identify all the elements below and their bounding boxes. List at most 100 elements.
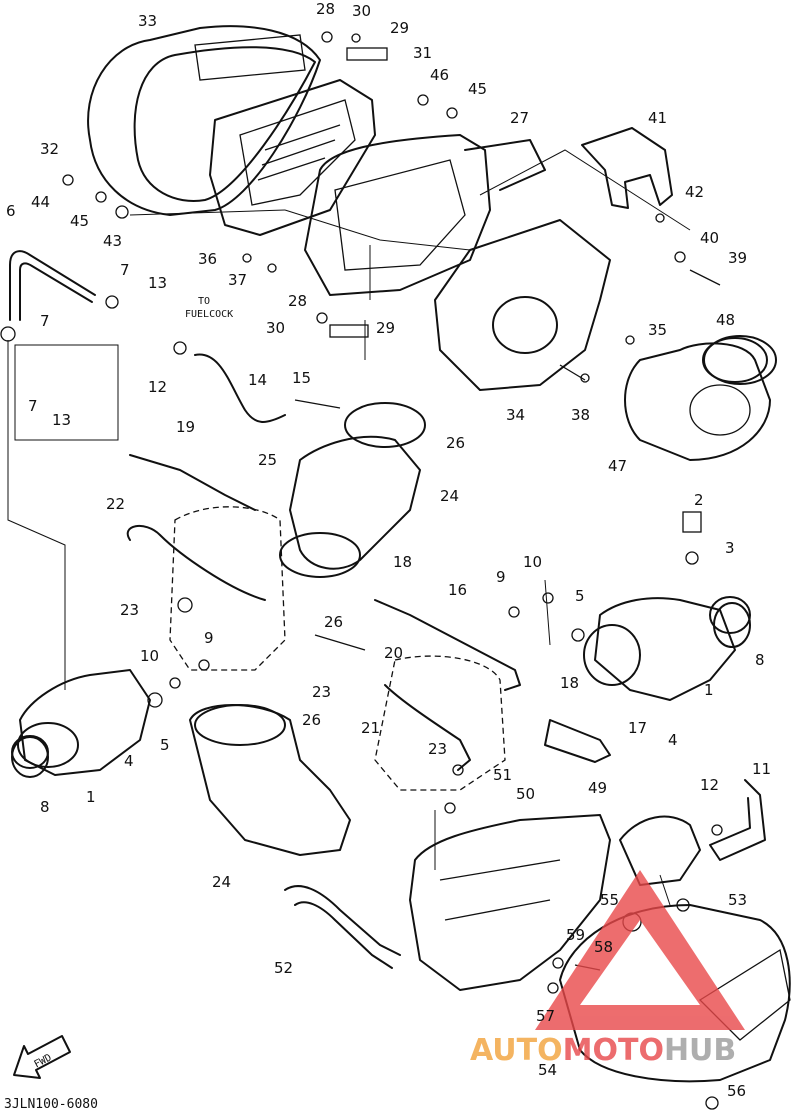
- callout: 33: [138, 12, 157, 30]
- callout: 34: [506, 406, 525, 424]
- callout: 10: [140, 647, 159, 665]
- callout: 45: [468, 80, 487, 98]
- callout: 13: [52, 411, 71, 429]
- air-case-cover-34: [434, 219, 611, 391]
- callout: 5: [575, 587, 585, 605]
- joint-24-upper: [279, 402, 426, 578]
- callout: 18: [560, 674, 579, 692]
- callout: 20: [384, 644, 403, 662]
- callout: 27: [510, 109, 529, 127]
- callout: 1: [704, 681, 714, 699]
- hose-16-21: [374, 599, 521, 771]
- hose-17: [544, 719, 611, 763]
- callout: 48: [716, 311, 735, 329]
- callout: 8: [40, 798, 50, 816]
- callout: 23: [428, 740, 447, 758]
- hose-11-12: [709, 779, 766, 861]
- callout: 17: [628, 719, 647, 737]
- callout: 12: [148, 378, 167, 396]
- callout: 30: [266, 319, 285, 337]
- carburetor-outline: [169, 506, 506, 791]
- callout: 19: [176, 418, 195, 436]
- callout: 6: [6, 202, 16, 220]
- bracket-41: [581, 127, 673, 209]
- duct-55: [619, 815, 701, 886]
- air-filter-element-31: [209, 79, 376, 236]
- callout: 28: [316, 0, 335, 18]
- callout: 22: [106, 495, 125, 513]
- callout: 32: [40, 140, 59, 158]
- joint-24-lower: [189, 704, 351, 856]
- hose-6: [9, 250, 96, 321]
- callout: 38: [571, 406, 590, 424]
- callout: 42: [685, 183, 704, 201]
- callout: 23: [120, 601, 139, 619]
- callout: 26: [446, 434, 465, 452]
- callout: 12: [700, 776, 719, 794]
- callout: 41: [648, 109, 667, 127]
- fasteners: [0, 31, 751, 1110]
- callout: 24: [440, 487, 459, 505]
- callout: 1: [86, 788, 96, 806]
- callout: 2: [694, 491, 704, 509]
- callout: 47: [608, 457, 627, 475]
- clamp-48: [703, 335, 777, 385]
- callout: 28: [288, 292, 307, 310]
- callout: 26: [302, 711, 321, 729]
- callout: 45: [70, 212, 89, 230]
- note-to: TO: [198, 296, 210, 307]
- svg-text:AUTOMOTOHUB: AUTOMOTOHUB: [470, 1033, 736, 1068]
- watermark-hub: HUB: [664, 1033, 736, 1068]
- callout: 56: [727, 1082, 746, 1100]
- callout: 15: [292, 369, 311, 387]
- callout: 11: [752, 760, 771, 778]
- leader-lines: [7, 149, 691, 906]
- callout: 46: [430, 66, 449, 84]
- callout: 13: [148, 274, 167, 292]
- callout: 10: [523, 553, 542, 571]
- watermark-auto: AUTO: [470, 1033, 563, 1068]
- callout-labels: 33 28 30 29 31 46 45 27 41 32 44 45 43 4…: [6, 0, 771, 1100]
- callout: 14: [248, 371, 267, 389]
- callout: 40: [700, 229, 719, 247]
- callout: 21: [361, 719, 380, 737]
- callout: 53: [728, 891, 747, 909]
- callout: 31: [413, 44, 432, 62]
- note-fuelcock: FUELCOCK: [185, 309, 233, 320]
- callout: 39: [728, 249, 747, 267]
- warning-triangle-icon: [535, 870, 745, 1030]
- hoses-14-19-22: [126, 353, 286, 601]
- callout: 50: [516, 785, 535, 803]
- callout: 36: [198, 250, 217, 268]
- callout: 59: [566, 926, 585, 944]
- callout: 44: [31, 193, 50, 211]
- callout: 23: [312, 683, 331, 701]
- callout: 8: [755, 651, 765, 669]
- hose-52: [284, 885, 401, 969]
- callout: 18: [393, 553, 412, 571]
- fwd-arrow-icon: FWD: [13, 1035, 71, 1079]
- drawing-code: 3JLN100-6080: [4, 1097, 98, 1112]
- watermark-moto: MOTO: [563, 1033, 664, 1068]
- callout: 55: [600, 891, 619, 909]
- callout: 35: [648, 321, 667, 339]
- carburetor-joint-right-1: [583, 596, 751, 701]
- watermark-logo: AUTOMOTOHUB: [470, 870, 745, 1068]
- callout: 9: [204, 629, 214, 647]
- callout: 29: [376, 319, 395, 337]
- callout: 5: [160, 736, 170, 754]
- fwd-label: FWD: [32, 1052, 53, 1070]
- callout: 58: [594, 938, 613, 956]
- callout: 26: [324, 613, 343, 631]
- callout: 9: [496, 568, 506, 586]
- callout: 3: [725, 539, 735, 557]
- callout: 4: [668, 731, 678, 749]
- callout: 49: [588, 779, 607, 797]
- bracket-49: [409, 814, 611, 991]
- callout: 51: [493, 766, 512, 784]
- callout: 29: [390, 19, 409, 37]
- joint-47: [624, 337, 771, 461]
- callout: 54: [538, 1061, 557, 1079]
- callout: 52: [274, 959, 293, 977]
